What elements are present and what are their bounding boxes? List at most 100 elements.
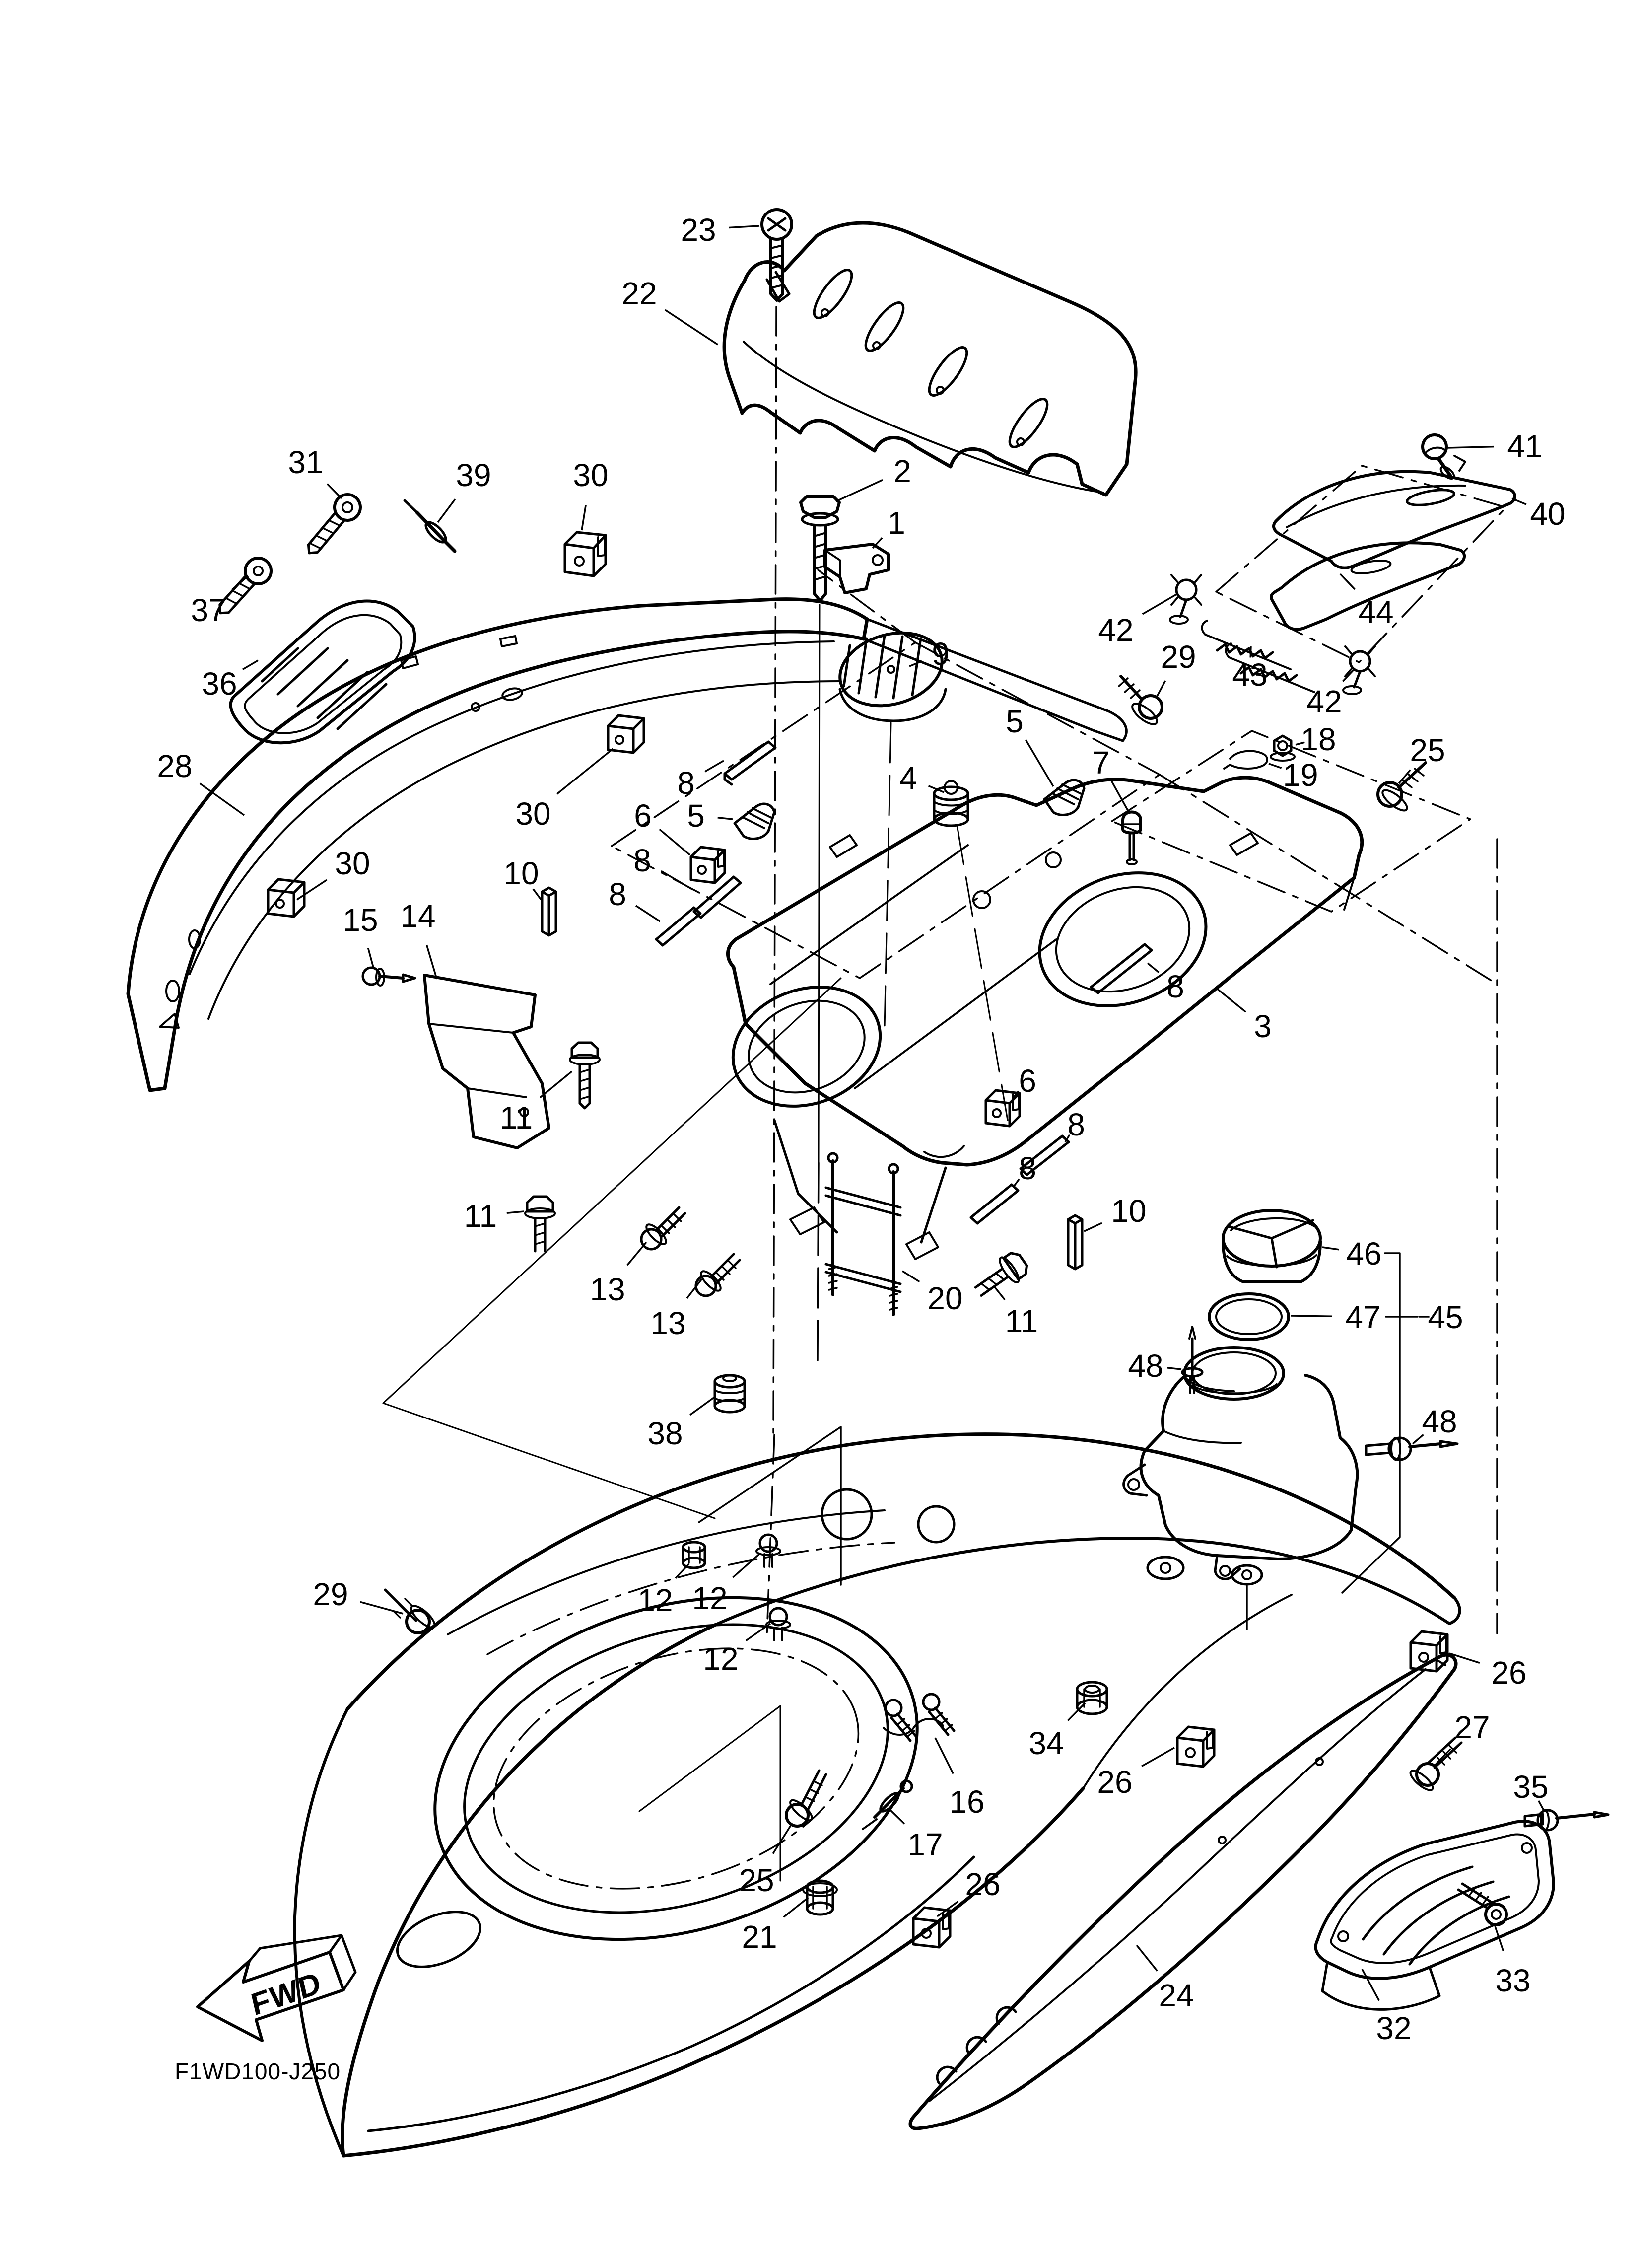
leader-line-3 — [1215, 987, 1246, 1013]
leader-line-34 — [1067, 1702, 1086, 1721]
leader-line-27 — [1434, 1748, 1451, 1767]
leader-line-13 — [626, 1241, 647, 1266]
leader-line-32 — [1361, 1969, 1380, 2001]
callout-8: 8 — [633, 843, 651, 878]
leader-line-31 — [326, 483, 342, 499]
leader-line-10 — [1084, 1222, 1102, 1232]
leader-line-15 — [367, 948, 374, 968]
callout-1: 1 — [888, 505, 905, 541]
diagram-code: F1WD100-J250 — [175, 2058, 341, 2084]
callout-42: 42 — [1098, 612, 1133, 648]
leader-line-26 — [1449, 1652, 1480, 1664]
leader-line-44 — [1339, 573, 1356, 590]
leader-line-9 — [909, 660, 922, 667]
callout-39: 39 — [456, 457, 491, 493]
callout-10: 10 — [1111, 1193, 1146, 1229]
part-art-reservoir-assembly — [1122, 1209, 1459, 1594]
leader-line-17 — [889, 1809, 905, 1825]
leader-line-11 — [539, 1070, 573, 1098]
leader-line-26 — [936, 1901, 958, 1917]
leader-line-36 — [242, 659, 259, 670]
part-art-top-cover — [722, 221, 1138, 497]
leader-line-8 — [635, 905, 661, 922]
callout-16: 16 — [949, 1784, 984, 1820]
leader-line-22 — [664, 309, 718, 346]
leader-line-26 — [1141, 1747, 1175, 1767]
leader-line-23 — [729, 225, 760, 229]
callout-6: 6 — [634, 798, 652, 834]
part-art-bottom-fasteners — [384, 1533, 1610, 1949]
callout-8: 8 — [1019, 1150, 1036, 1186]
leader-line-35 — [1538, 1800, 1545, 1811]
callout-12: 12 — [692, 1580, 727, 1616]
callout-14: 14 — [400, 898, 435, 934]
callout-35: 35 — [1513, 1769, 1548, 1805]
fwd-label: FWD — [248, 1965, 325, 2022]
callout-37: 37 — [191, 592, 226, 628]
callout-30: 30 — [573, 457, 608, 493]
callout-13: 13 — [650, 1305, 685, 1341]
callout-5: 5 — [687, 798, 705, 834]
callout-8: 8 — [1067, 1107, 1085, 1142]
leader-line-7 — [1110, 780, 1129, 811]
leader-line-14 — [425, 944, 438, 980]
callout-32: 32 — [1376, 2010, 1411, 2046]
part-art-fasteners-upper-left — [218, 493, 607, 615]
leader-line-29 — [1156, 680, 1166, 698]
callout-46: 46 — [1346, 1236, 1381, 1272]
callout-48: 48 — [1422, 1404, 1457, 1439]
callout-7: 7 — [1092, 745, 1110, 780]
callout-38: 38 — [647, 1416, 683, 1451]
leader-line-30 — [556, 748, 614, 795]
callout-3: 3 — [1254, 1008, 1272, 1044]
leader-line-38 — [689, 1395, 717, 1416]
leader-line-43 — [1249, 646, 1252, 658]
leader-line-30 — [581, 504, 587, 531]
leader-line-25 — [772, 1823, 793, 1854]
part-art-mid-fasteners — [361, 966, 1028, 1414]
leader-line-12 — [745, 1623, 771, 1641]
callout-29: 29 — [1161, 639, 1196, 675]
leader-line-37 — [231, 575, 249, 591]
leader-line-18 — [1295, 741, 1305, 746]
leader-line-29 — [360, 1601, 404, 1615]
part-art-bolt-2-bracket-1 — [799, 495, 890, 1362]
part-art-vent-grille-right — [1314, 1820, 1555, 2011]
leader-line-30 — [296, 879, 328, 901]
callout-30: 30 — [515, 796, 550, 832]
leader-line-8 — [1064, 1134, 1071, 1142]
callout-24: 24 — [1159, 1978, 1194, 2013]
callout-19: 19 — [1283, 757, 1318, 793]
callout-27: 27 — [1454, 1709, 1490, 1745]
leader-line-48 — [1167, 1367, 1182, 1370]
leader-line-2 — [835, 479, 883, 502]
leader-line-48 — [1412, 1434, 1424, 1445]
callout-10: 10 — [503, 855, 539, 891]
leader-line-1 — [872, 537, 883, 549]
leader-line-16 — [934, 1737, 954, 1774]
callout-47: 47 — [1345, 1299, 1380, 1335]
callout-9: 9 — [932, 636, 950, 672]
callout-11: 11 — [464, 1198, 497, 1234]
leader-line-33 — [1494, 1926, 1505, 1951]
callout-21: 21 — [742, 1919, 777, 1955]
leader-line-19 — [1268, 763, 1282, 769]
callout-5: 5 — [1006, 704, 1024, 739]
callout-2: 2 — [893, 453, 911, 489]
leader-line-24 — [1136, 1944, 1158, 1972]
part-art-bottom-deck — [293, 1426, 1461, 2158]
leader-line-20 — [902, 1270, 920, 1283]
leader-line-10 — [532, 888, 542, 901]
callout-34: 34 — [1028, 1725, 1064, 1761]
leader-line-6 — [1012, 1090, 1020, 1099]
leader-line-11 — [506, 1210, 525, 1214]
leader-line-8 — [1147, 962, 1160, 973]
leader-line-28 — [199, 782, 245, 816]
diagram-line-art — [126, 208, 1610, 2158]
callout-15: 15 — [342, 902, 378, 938]
leader-line-5 — [717, 816, 733, 820]
callout-31: 31 — [288, 444, 323, 480]
callout-30: 30 — [335, 846, 370, 881]
